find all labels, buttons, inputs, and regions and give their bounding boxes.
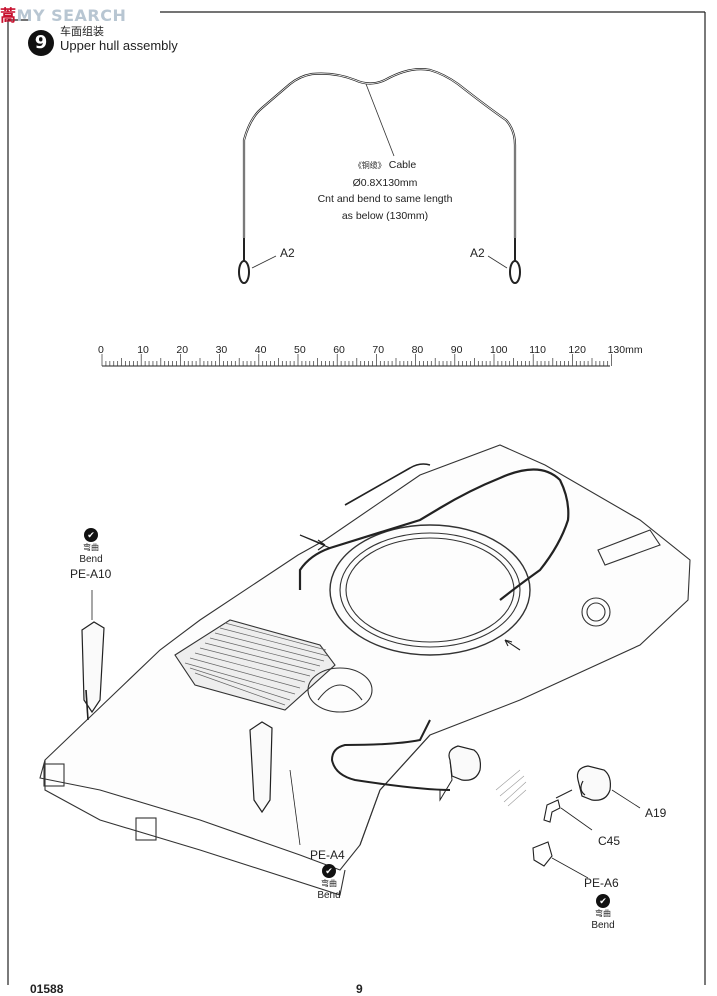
- ruler-label: 60: [333, 344, 345, 356]
- bend-icon: ✔: [322, 864, 336, 878]
- ruler-label: 90: [450, 344, 463, 356]
- pe-a4-part: [249, 721, 301, 846]
- a19-part: [576, 765, 641, 809]
- cable-instruction: Cnt and bend to same length: [317, 193, 453, 205]
- watermark-logo: 蒿MY SEARCH: [0, 2, 126, 26]
- ruler-label: 20: [176, 344, 189, 356]
- ruler-label: 30: [215, 344, 228, 356]
- bend-note-pe-a10: ✔ 弯曲 Bend: [68, 528, 114, 566]
- measurement-ruler: [101, 354, 612, 367]
- part-label-c45: C45: [598, 834, 621, 848]
- part-label-a2-right: A2: [470, 246, 485, 260]
- bend-cn: 弯曲: [321, 879, 337, 888]
- pe-a6-part: [532, 841, 589, 879]
- ruler-label: 40: [254, 344, 267, 356]
- step-title: Upper hull assembly: [60, 38, 178, 53]
- footer-product-code: 01588: [30, 982, 64, 996]
- part-label-pe-a4: PE-A4: [310, 848, 345, 862]
- watermark-text: MY SEARCH: [16, 6, 127, 25]
- ruler-label: 10: [137, 344, 149, 356]
- ruler-label: 80: [411, 344, 424, 356]
- upper-hull-drawing: [39, 444, 691, 896]
- part-label-pe-a6: PE-A6: [584, 876, 619, 890]
- cable-name: Cable: [388, 159, 417, 171]
- cable-material-cn: 《铜缆》: [353, 161, 386, 170]
- bend-note-pe-a4: ✔ 弯曲 Bend: [306, 864, 352, 902]
- bend-icon: ✔: [84, 528, 98, 542]
- step-subtitle-cn: 车面组装: [60, 25, 104, 38]
- pe-a10-part: [81, 590, 105, 721]
- footer-page-number: 9: [356, 982, 363, 996]
- ruler-label: 130mm: [607, 344, 643, 356]
- cable-spec: Ø0.8X130mm: [352, 176, 418, 189]
- ruler-label: 120: [568, 344, 586, 356]
- ruler-label: 50: [294, 344, 306, 356]
- ruler-label: 0: [98, 344, 104, 356]
- bend-en: Bend: [591, 920, 615, 931]
- c45-part: [543, 789, 593, 831]
- bend-cn: 弯曲: [83, 543, 99, 552]
- cable-instruction-2: as below (130mm): [341, 209, 429, 222]
- a19-hull-mounted: [448, 745, 481, 781]
- part-label-a19: A19: [645, 806, 667, 820]
- part-label-pe-a10: PE-A10: [70, 567, 112, 581]
- watermark-cjk: 蒿: [0, 6, 17, 25]
- cable-note: 《铜缆》 Cable Ø0.8X130mm Cnt and bend to sa…: [290, 157, 480, 224]
- part-label-a2-left: A2: [280, 246, 295, 260]
- bend-note-pe-a6: ✔ 弯曲 Bend: [580, 894, 626, 932]
- bend-cn: 弯曲: [595, 909, 611, 918]
- bend-icon: ✔: [596, 894, 610, 908]
- ruler-label: 70: [372, 344, 385, 356]
- step-number-badge: 9: [28, 30, 54, 56]
- ruler-label: 110: [529, 344, 546, 356]
- bend-en: Bend: [79, 554, 103, 565]
- bend-en: Bend: [317, 890, 341, 901]
- ruler-label: 100: [490, 344, 508, 356]
